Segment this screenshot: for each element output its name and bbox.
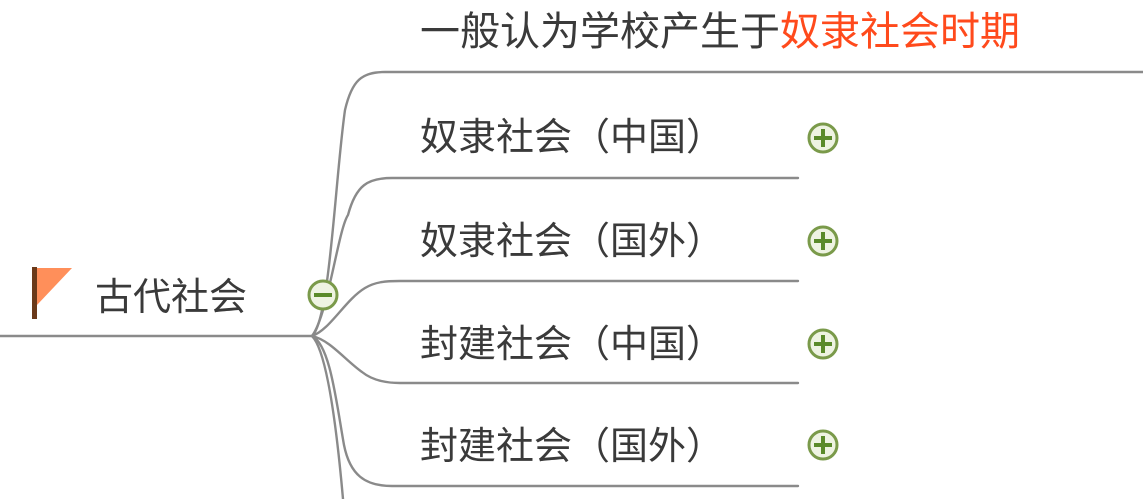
child-node-slave-society-china[interactable]: 奴隶社会（中国） [420, 115, 725, 159]
summary-highlight: 奴隶社会时期 [780, 9, 1020, 55]
branch-child-2 [310, 279, 800, 338]
collapse-minus-icon[interactable] [306, 278, 340, 312]
branch-offscreen [310, 334, 345, 499]
expand-plus-icon[interactable] [806, 224, 840, 258]
child-node-feudal-society-foreign[interactable]: 封建社会（国外） [420, 424, 725, 468]
expand-plus-icon[interactable] [806, 428, 840, 462]
expand-plus-icon[interactable] [806, 327, 840, 361]
flag-icon [32, 267, 72, 319]
branch-child-4 [310, 334, 800, 488]
branch-summary [310, 70, 1143, 338]
expand-plus-icon[interactable] [806, 121, 840, 155]
summary-topic[interactable]: 一般认为学校产生于奴隶社会时期 [420, 12, 1020, 52]
summary-prefix: 一般认为学校产生于 [420, 9, 780, 55]
child-node-slave-society-foreign[interactable]: 奴隶社会（国外） [420, 219, 725, 263]
root-node-label[interactable]: 古代社会 [95, 275, 248, 319]
branch-child-3 [310, 334, 800, 385]
child-node-feudal-society-china[interactable]: 封建社会（中国） [420, 322, 725, 366]
